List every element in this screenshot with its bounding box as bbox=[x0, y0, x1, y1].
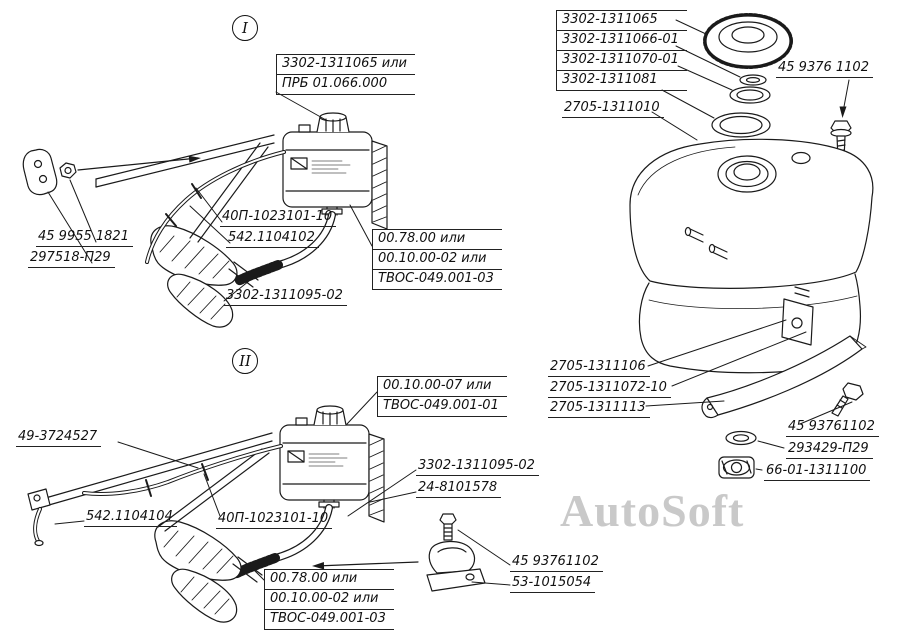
hose-pointer-arrow bbox=[312, 561, 419, 570]
leader-lines bbox=[47, 19, 853, 586]
part-number-label: 40П-1023101-10 bbox=[220, 209, 337, 227]
steam-hose-1 bbox=[145, 150, 286, 264]
washer-drawing bbox=[725, 430, 757, 446]
part-number-label: 2705-1311106 bbox=[548, 359, 650, 377]
part-number-label: 3302-1311065 bbox=[557, 11, 687, 31]
part-number-label: 00.10.00-07 или bbox=[378, 377, 507, 397]
part-number-label: 24-8101578 bbox=[416, 480, 502, 498]
pipe-clamp-drawing bbox=[426, 513, 486, 592]
frame-tubes-1 bbox=[95, 134, 275, 243]
part-number-label: 2705-1311010 bbox=[562, 100, 664, 118]
part-number-label: ПРБ 01.066.000 bbox=[277, 75, 416, 95]
tank-body-drawing bbox=[629, 138, 874, 374]
part-number-label: ТВОС-049.001-03 bbox=[265, 610, 394, 630]
bracket-and-pipe-2 bbox=[27, 488, 51, 547]
cap-variants-group-exploded: 3302-1311065 3302-1311066-01 3302-131107… bbox=[556, 10, 687, 91]
expansion-tank-drawing bbox=[233, 112, 388, 286]
part-number-label: 66-01-1311100 bbox=[764, 463, 871, 481]
part-number-label: 293429-П29 bbox=[786, 441, 873, 459]
view-marker-1: I bbox=[232, 15, 258, 41]
gasket-rings bbox=[711, 74, 771, 138]
filler-cap-drawing bbox=[703, 13, 793, 69]
part-number-label: 3302-1311081 bbox=[557, 71, 687, 91]
part-number-label: 00.78.00 или bbox=[265, 570, 394, 590]
part-number-label: 3302-1311065 или bbox=[277, 55, 416, 75]
nut-drawing bbox=[718, 456, 755, 479]
cap-variants-group-1: 3302-1311065 или ПРБ 01.066.000 bbox=[276, 54, 416, 95]
part-number-label: 542.1104104 bbox=[84, 509, 177, 527]
part-number-label: 2705-1311072-10 bbox=[548, 380, 671, 398]
view-marker-2: II bbox=[232, 348, 258, 374]
frame-tubes-2 bbox=[41, 432, 273, 532]
part-number-label: ТВОС-049.001-01 bbox=[378, 397, 507, 417]
part-number-label: ТВОС-049.001-03 bbox=[373, 270, 502, 290]
part-number-label: 3302-1311095-02 bbox=[416, 458, 539, 476]
part-number-label: 542.1104102 bbox=[226, 230, 319, 248]
tank-variants-group-1: 00.78.00 или 00.10.00-02 или ТВОС-049.00… bbox=[372, 229, 502, 290]
part-number-label: 297518-П29 bbox=[28, 250, 115, 268]
tank-variants-group-2: 00.10.00-07 или ТВОС-049.001-01 bbox=[377, 376, 507, 417]
mounting-bracket-1 bbox=[22, 148, 201, 196]
watermark: AutoSoft bbox=[560, 485, 745, 536]
part-number-label: 2705-1311113 bbox=[548, 400, 650, 418]
part-number-label: 00.10.00-02 или bbox=[265, 590, 394, 610]
radiator-drawing bbox=[150, 225, 259, 328]
part-number-label: 3302-1311095-02 bbox=[224, 288, 347, 306]
part-number-label: 00.10.00-02 или bbox=[373, 250, 502, 270]
part-number-label: 40П-1023101-10 bbox=[216, 511, 333, 529]
tank-variants-group-2b: 00.78.00 или 00.10.00-02 или ТВОС-049.00… bbox=[264, 569, 394, 630]
part-number-label: 3302-1311066-01 bbox=[557, 31, 687, 51]
part-number-label: 49-3724527 bbox=[16, 429, 102, 447]
part-number-label: 3302-1311070-01 bbox=[557, 51, 687, 71]
part-number-label: 45 9955 1821 bbox=[36, 229, 133, 247]
part-number-label: 53-1015054 bbox=[510, 575, 596, 593]
part-number-label: 45 93761102 bbox=[510, 554, 603, 572]
part-number-label: 45 93761102 bbox=[786, 419, 879, 437]
part-number-label: 00.78.00 или bbox=[373, 230, 502, 250]
steam-hose-2 bbox=[82, 444, 283, 497]
exploded-view-art bbox=[629, 13, 874, 479]
part-number-label: 45 9376 1102 bbox=[776, 60, 873, 78]
bolt-lower-drawing bbox=[831, 382, 864, 417]
